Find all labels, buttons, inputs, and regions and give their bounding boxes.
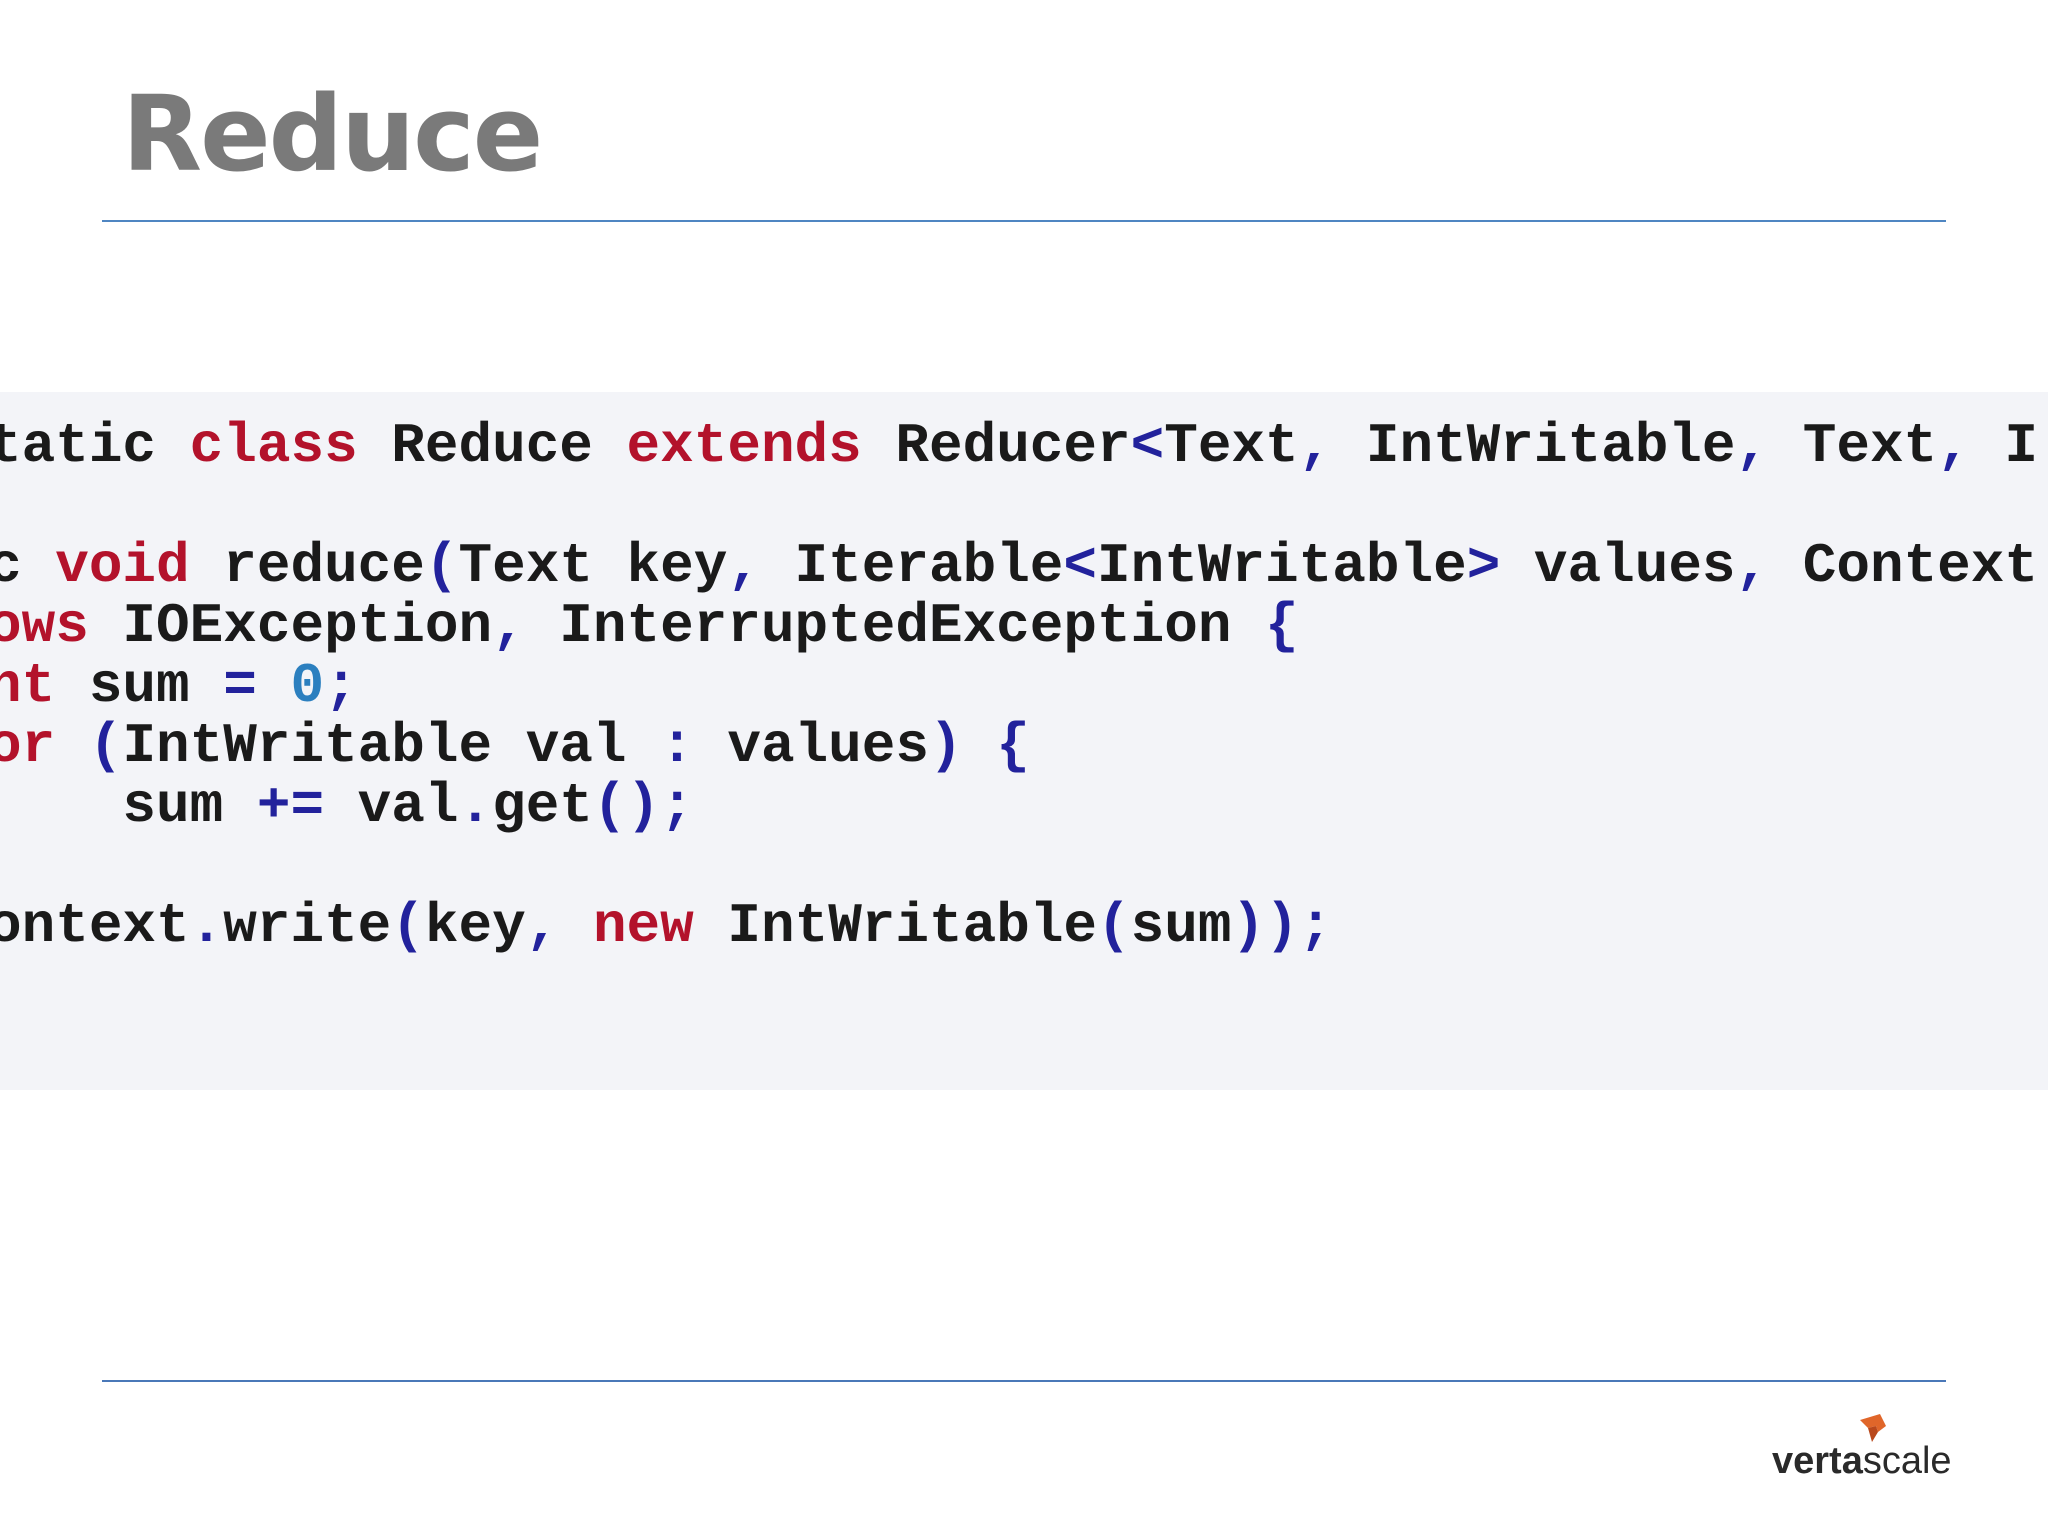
- code-punctuation: ,: [1298, 414, 1333, 478]
- code-operator: >: [1466, 534, 1501, 598]
- code-keyword: nt: [0, 654, 56, 718]
- code-line-context-write: ontext.write(key, new IntWritable(sum));: [0, 898, 1332, 954]
- logo-mark-icon: [1860, 1414, 1886, 1442]
- code-punctuation: {: [996, 714, 1030, 778]
- code-line-close-brace: }: [0, 838, 4, 894]
- code-token: Text key: [458, 534, 728, 598]
- code-token: values: [693, 714, 929, 778]
- title-divider: [102, 220, 1946, 222]
- code-punctuation: ): [928, 714, 963, 778]
- code-punctuation: }: [0, 834, 4, 898]
- code-token: c: [0, 534, 22, 598]
- code-punctuation: ;: [324, 654, 358, 718]
- code-token: IntWritable: [1332, 414, 1736, 478]
- code-token: IntWritable val: [122, 714, 661, 778]
- code-punctuation: ,: [727, 534, 761, 598]
- code-line-method-signature: c void reduce(Text key, Iterable<IntWrit…: [0, 538, 2038, 594]
- code-token: Reduce: [357, 414, 627, 478]
- slide-title: Reduce: [122, 73, 543, 195]
- code-operator: :: [660, 714, 694, 778]
- code-keyword: class: [189, 414, 358, 478]
- code-punctuation: .: [458, 774, 493, 838]
- code-token: I: [1970, 414, 2038, 478]
- code-punctuation: (: [391, 894, 425, 958]
- code-token: [257, 654, 291, 718]
- code-token: Reducer: [861, 414, 1131, 478]
- code-punctuation: (: [88, 714, 123, 778]
- code-keyword: ows: [0, 594, 89, 658]
- code-number: 0: [290, 654, 325, 718]
- code-token: reduce: [189, 534, 425, 598]
- code-token: Text: [1164, 414, 1299, 478]
- code-token: sum: [55, 654, 224, 718]
- code-operator: <: [1130, 414, 1165, 478]
- code-token: [963, 714, 997, 778]
- code-punctuation: ,: [1735, 414, 1770, 478]
- code-punctuation: ,: [525, 894, 560, 958]
- code-token: sum: [0, 774, 257, 838]
- code-token: IntWritable: [693, 894, 1098, 958]
- code-token: tatic: [0, 414, 190, 478]
- code-token: sum: [1130, 894, 1232, 958]
- code-token: write: [223, 894, 392, 958]
- logo-text-light: scale: [1862, 1440, 1952, 1482]
- code-punctuation: (: [1097, 894, 1131, 958]
- code-token: get: [492, 774, 593, 838]
- code-token: IOException: [88, 594, 493, 658]
- code-block: tatic class Reduce extends Reducer<Text,…: [0, 392, 2048, 1090]
- code-punctuation: ,: [492, 594, 526, 658]
- code-line-class-declaration: tatic class Reduce extends Reducer<Text,…: [0, 418, 2038, 474]
- code-punctuation: .: [189, 894, 224, 958]
- code-punctuation: {: [1265, 594, 1299, 658]
- code-token: InterruptedException: [525, 594, 1266, 658]
- code-token: ontext: [0, 894, 190, 958]
- code-token: [559, 894, 593, 958]
- code-punctuation: ,: [1735, 534, 1770, 598]
- code-token: IntWritable: [1097, 534, 1467, 598]
- code-operator: =: [223, 654, 257, 718]
- code-line-for-loop: or (IntWritable val : values) {: [0, 718, 1030, 774]
- code-token: Text: [1769, 414, 1938, 478]
- code-keyword: or: [0, 714, 56, 778]
- code-keyword: void: [55, 534, 190, 598]
- code-token: val: [324, 774, 459, 838]
- vertascale-logo: vertascale: [1772, 1412, 1952, 1484]
- code-punctuation: (: [424, 534, 459, 598]
- code-line-sum-accumulate: sum += val.get();: [0, 778, 693, 834]
- code-token: values: [1500, 534, 1736, 598]
- code-punctuation: ,: [1937, 414, 1971, 478]
- code-keyword: extends: [626, 414, 862, 478]
- code-line-sum-init: nt sum = 0;: [0, 658, 358, 714]
- code-operator: +=: [256, 774, 325, 838]
- logo-wordmark: vertascale: [1772, 1442, 1952, 1480]
- code-token: Context: [1769, 534, 2038, 598]
- logo-text-bold: verta: [1772, 1440, 1863, 1482]
- code-token: key: [424, 894, 526, 958]
- footer-divider: [102, 1380, 1946, 1382]
- code-keyword: new: [592, 894, 694, 958]
- code-token: Iterable: [760, 534, 1064, 598]
- code-punctuation: ));: [1231, 894, 1333, 958]
- code-token: [55, 714, 89, 778]
- code-punctuation: ();: [592, 774, 694, 838]
- code-line-throws: ows IOException, InterruptedException {: [0, 598, 1299, 654]
- code-operator: <: [1063, 534, 1098, 598]
